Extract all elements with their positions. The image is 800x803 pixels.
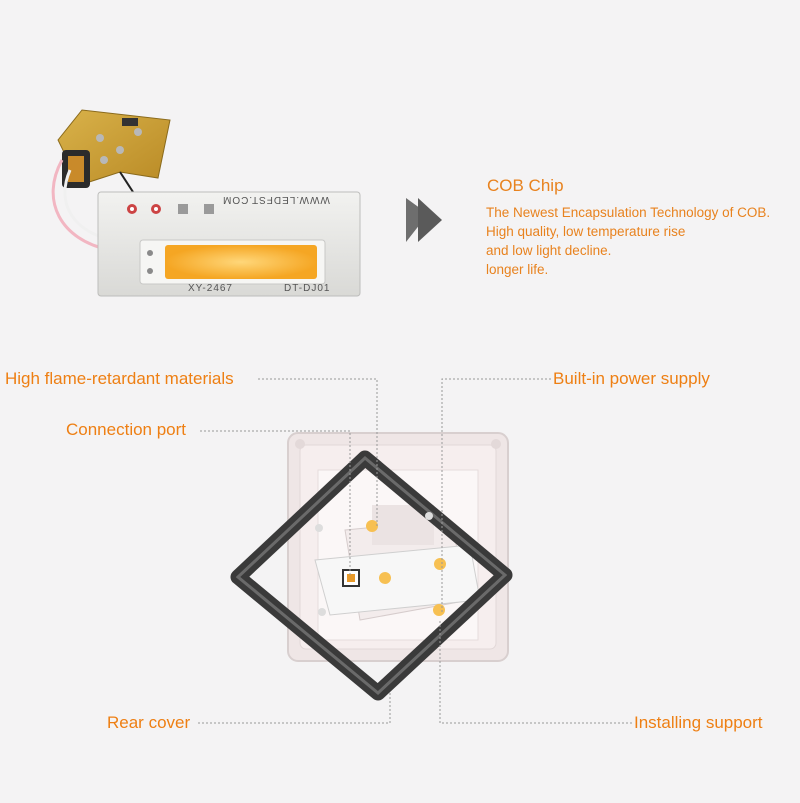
component-dots (342, 520, 446, 616)
label-connection-port: Connection port (66, 420, 187, 439)
cob-led (165, 245, 317, 279)
cob-line: High quality, low temperature rise (486, 224, 686, 239)
label-rear-cover: Rear cover (107, 713, 191, 732)
cob-line: The Newest Encapsulation Technology of C… (486, 205, 771, 220)
label-flame-retardant: High flame-retardant materials (5, 369, 234, 388)
cob-board (97, 191, 361, 297)
cob-line: longer life. (486, 262, 549, 277)
label-power-supply: Built-in power supply (553, 369, 710, 388)
cob-title: COB Chip (487, 176, 564, 195)
play-arrow-icon (406, 198, 442, 242)
cob-description: The Newest Encapsulation Technology of C… (486, 203, 800, 279)
board-text-top: WWW.LEDFST.COM (222, 194, 330, 205)
board-text-left: XY-2467 (188, 283, 233, 294)
label-installing-support: Installing support (634, 713, 763, 732)
cob-line: and low light decline. (486, 243, 612, 258)
board-text-right: DT-DJ01 (284, 283, 331, 294)
leader-lines (198, 378, 632, 724)
driver-pcb (57, 109, 171, 188)
